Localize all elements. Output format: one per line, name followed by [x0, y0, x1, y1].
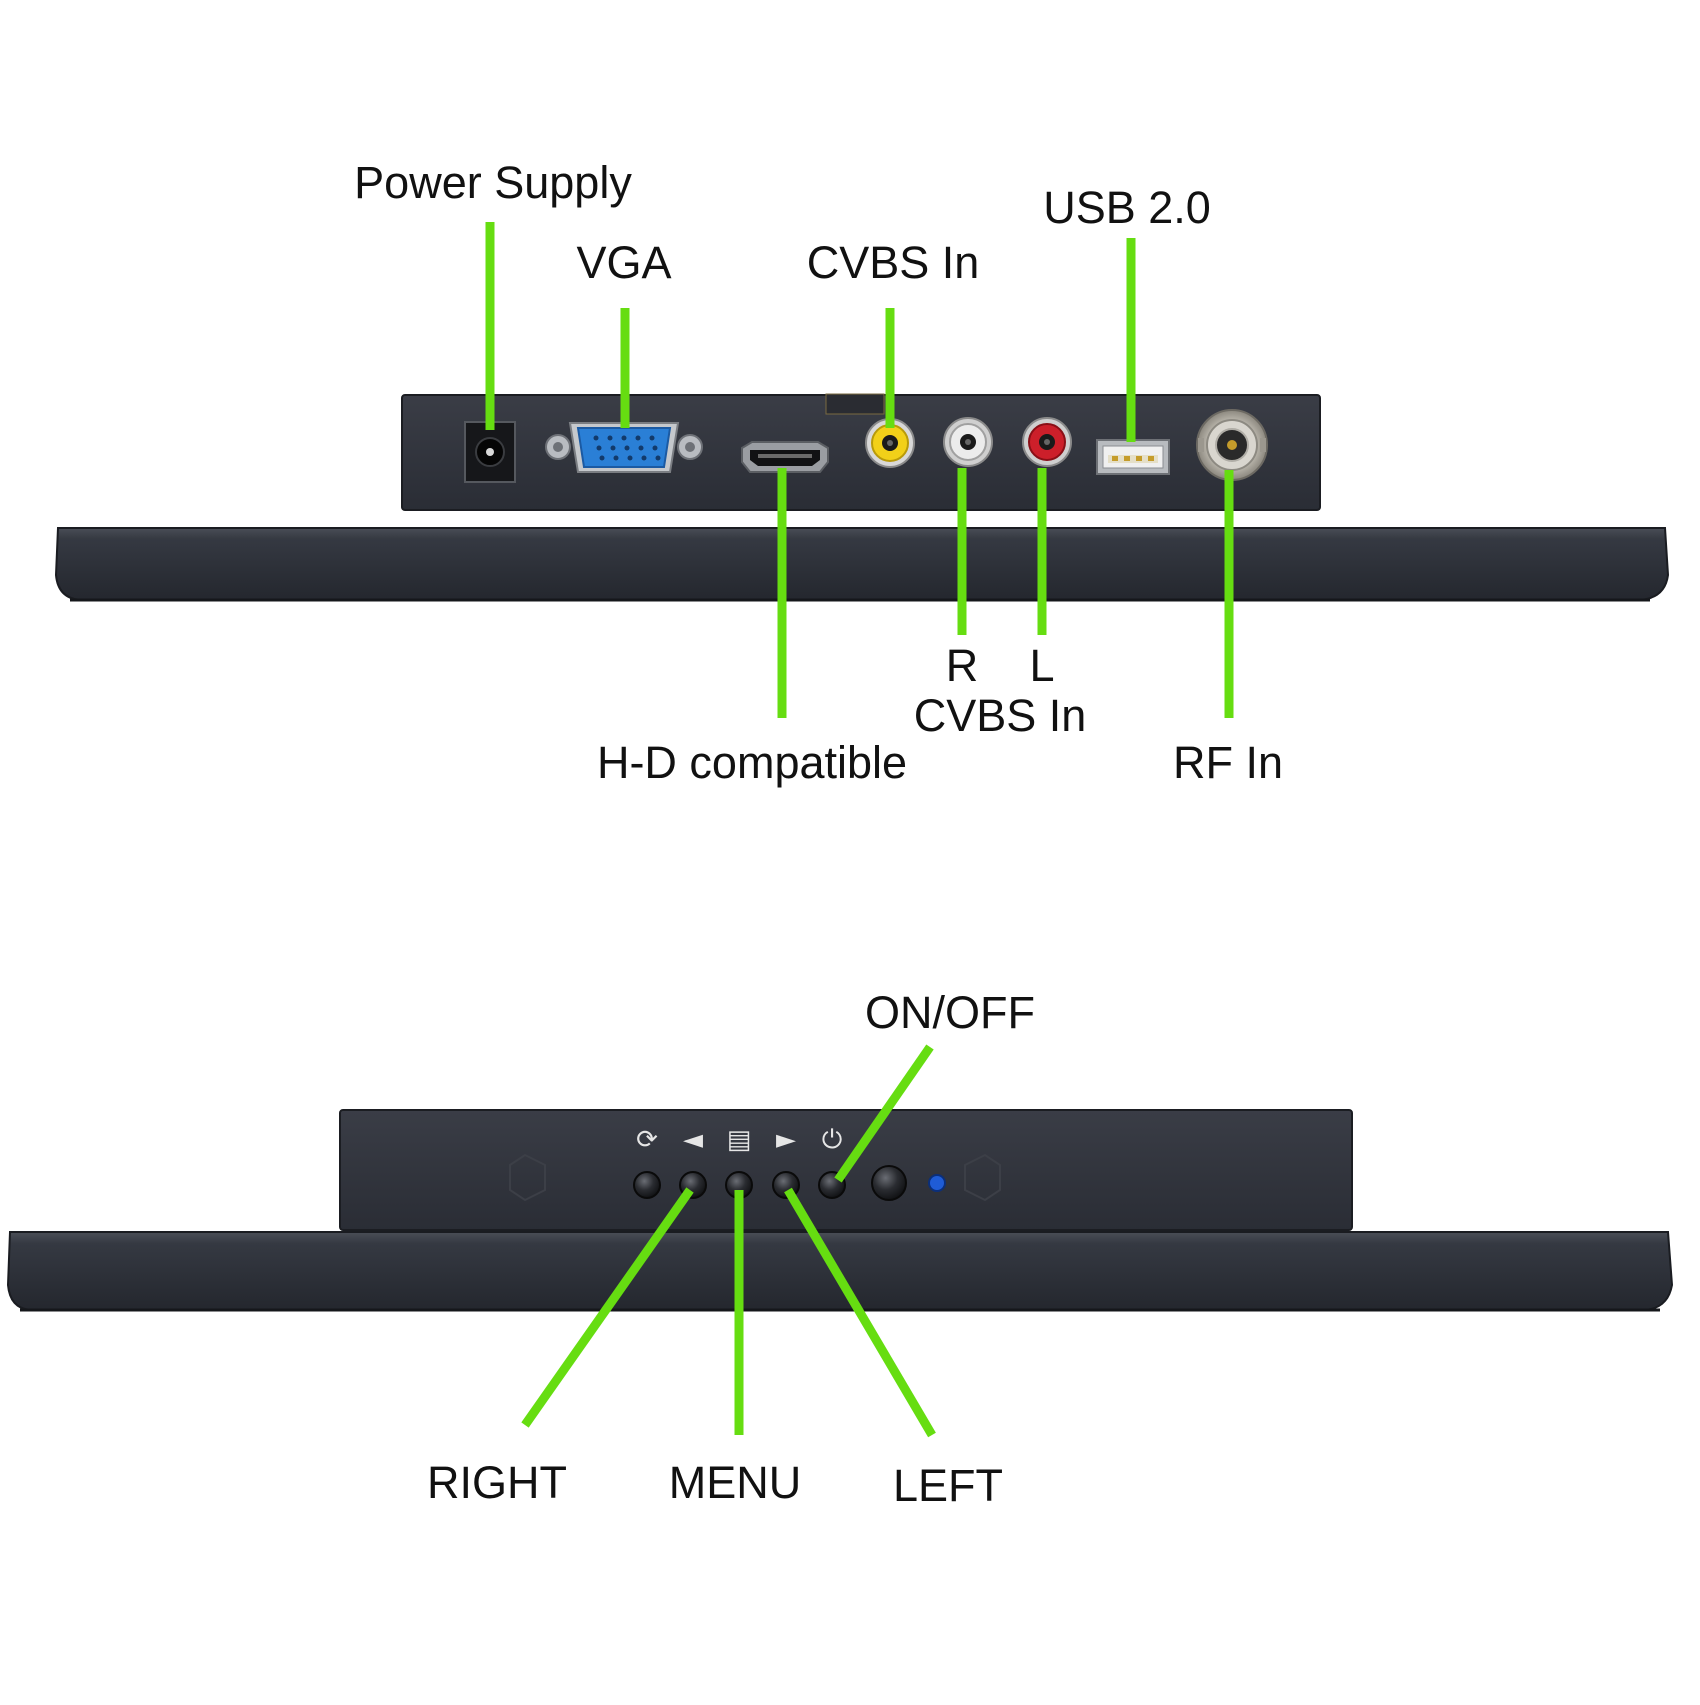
label-cvbs-in-audio: CVBS In [913, 690, 1087, 741]
label-l: L [1029, 640, 1055, 691]
hdmi-port [741, 441, 829, 473]
menu-icon: ▤ [727, 1125, 752, 1155]
label-cvbs-in-video: CVBS In [806, 237, 980, 288]
auto-adjust-icon: ⟳ [636, 1125, 658, 1155]
audio-left-rca-port [1022, 417, 1072, 467]
power-jack-port [464, 421, 516, 483]
vga-port [545, 422, 703, 473]
label-power-supply: Power Supply [354, 157, 632, 208]
power-led [928, 1174, 946, 1192]
left-arrow-icon: ◄ [683, 1125, 703, 1155]
cvbs-video-rca-port [865, 418, 915, 468]
leader-right [521, 1187, 694, 1428]
right-arrow-icon: ► [776, 1125, 796, 1155]
monitor-edge-top [54, 527, 1670, 601]
label-hd-compatible: H-D compatible [596, 737, 908, 788]
top-view [54, 222, 1670, 718]
label-vga: VGA [576, 237, 672, 288]
power-icon: ⏻ [822, 1125, 843, 1155]
usb-port [1096, 439, 1170, 475]
rf-bnc-port [1196, 409, 1268, 481]
label-right: RIGHT [427, 1457, 567, 1508]
leader-lines-top [485, 222, 1234, 718]
audio-right-rca-port [943, 417, 993, 467]
auto-adjust-button[interactable] [633, 1171, 661, 1199]
label-left: LEFT [892, 1460, 1004, 1511]
panel-tab [825, 393, 885, 415]
label-r: R [945, 640, 979, 691]
label-on-off: ON/OFF [865, 987, 1035, 1038]
label-usb: USB 2.0 [1043, 182, 1211, 233]
leader-on-off [834, 1044, 934, 1183]
bottom-view: ⟳ ◄ ▤ ► ⏻ [6, 1044, 1674, 1438]
leader-lines-bottom [521, 1044, 936, 1438]
ir-sensor [871, 1165, 907, 1201]
label-rf-in: RF In [1172, 737, 1284, 788]
label-menu: MENU [668, 1457, 802, 1508]
leader-left [784, 1187, 936, 1438]
